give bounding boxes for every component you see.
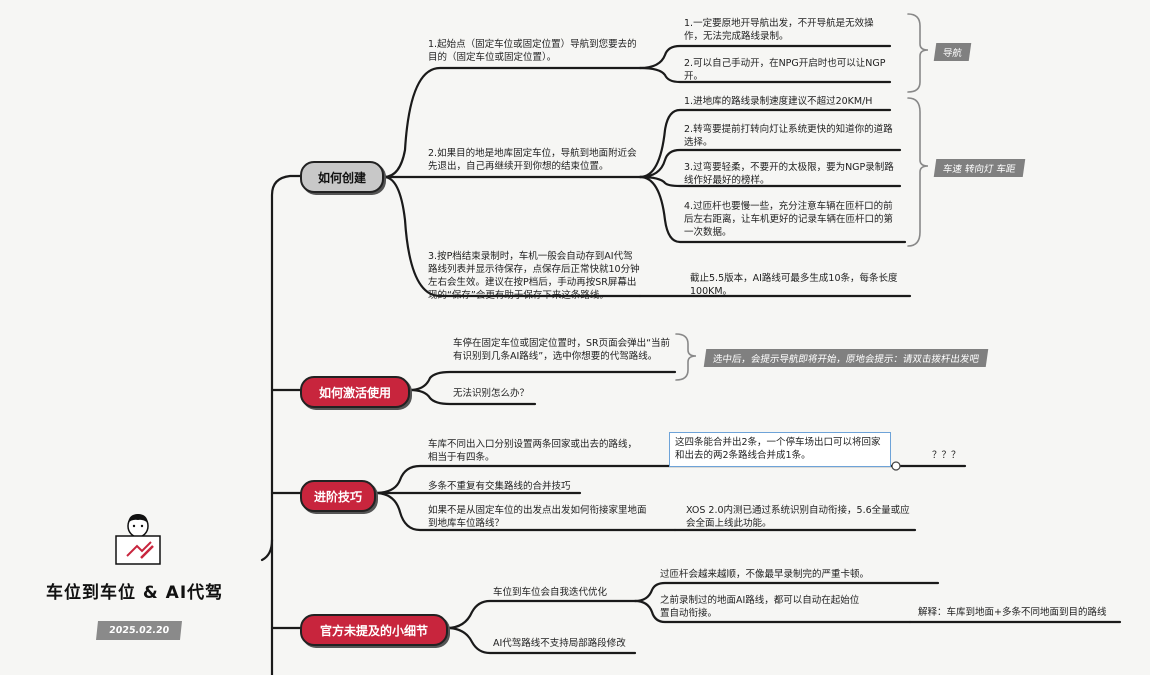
tag-after-select: 选中后，会提示导航即将开始，原地会提示：请双击拨杆出发吧	[703, 349, 989, 367]
create-item2-sub1: 1.进地库的路线录制速度建议不超过20KM/H	[684, 96, 873, 107]
branch-how-to-create[interactable]: 如何创建	[300, 161, 384, 193]
avatar	[113, 512, 163, 566]
details-item1-sub2: 之前录制过的地面AI路线，都可以自动在起始位置自动衔接。	[660, 595, 860, 619]
advanced-item3: 如果不是从固定车位的出发点出发如何衔接家里地面到地库车位路线？	[428, 505, 647, 529]
create-item2: 2.如果目的地是地库固定车位，导航到地面附近会先退出，自己再继续开到你想的结束位…	[428, 148, 637, 172]
tag-speed-signal-distance: 车速 转向灯 车距	[933, 159, 1025, 177]
root-date: 2025.02.20	[96, 621, 183, 640]
details-item1: 车位到车位会自我迭代优化	[493, 587, 608, 598]
create-item1-sub1: 1.一定要原地开导航出发，不开导航是无效操作，无法完成路线录制。	[684, 18, 874, 42]
details-item1-sub2-note: 解释：车库到地面+多条不同地面到目的路线	[918, 607, 1107, 618]
advanced-item1: 车库不同出入口分别设置两条回家或出去的路线，相当于有四条。	[428, 439, 638, 463]
advanced-item1-question: ？？？	[932, 450, 961, 461]
driver-laptop-icon	[115, 514, 161, 565]
branch-how-to-activate[interactable]: 如何激活使用	[300, 376, 410, 408]
tag-navigation: 导航	[933, 43, 972, 61]
branch-advanced-tips[interactable]: 进阶技巧	[300, 480, 376, 512]
create-item2-sub4: 4.过匝杆也要慢一些，充分注意车辆在匝杆口的前后左右距离，让车机更好的记录车辆在…	[684, 201, 894, 238]
create-item1-sub2: 2.可以自己手动开，在NPG开启时也可以让NGP开。	[684, 58, 886, 82]
advanced-item3-sub1: XOS 2.0内测已通过系统识别自动衔接，5.6全量或应会全面上线此功能。	[686, 505, 910, 529]
create-item3: 3.按P档结束录制时，车机一般会自动存到AI代驾路线列表并显示待保存，点保存后正…	[428, 251, 640, 301]
activate-item1: 车停在固定车位或固定位置时，SR页面会弹出“当前有识别到几条AI路线”，选中你想…	[453, 338, 671, 362]
activate-item2: 无法识别怎么办？	[453, 388, 530, 399]
advanced-item2: 多条不重复有交集路线的合并技巧	[428, 481, 571, 492]
details-item1-sub1: 过匝杆会越来越顺，不像最早录制完的严重卡顿。	[660, 569, 870, 580]
create-item3-sub1: 截止5.5版本，AI路线可最多生成10条，每条长度100KM。	[690, 273, 898, 297]
advanced-item1-note: 这四条能合并出2条，一个停车场出口可以将回家和出去的两2条路线合并成1条。	[675, 437, 881, 461]
advanced-item1-note-box	[669, 432, 891, 467]
branch-unofficial-details[interactable]: 官方未提及的小细节	[300, 614, 448, 646]
details-item2: AI代驾路线不支持局部路段修改	[493, 638, 626, 649]
create-item1: 1.起始点（固定车位或固定位置）导航到您要去的目的（固定车位或固定位置）。	[428, 39, 637, 63]
create-item2-sub3: 3.过弯要轻柔，不要开的太极限，要为NGP录制路线作好最好的榜样。	[684, 162, 894, 186]
create-item2-sub2: 2.转弯要提前打转向灯让系统更快的知道你的道路选择。	[684, 124, 893, 148]
root-title: 车位到车位 & AI代驾	[46, 583, 224, 603]
